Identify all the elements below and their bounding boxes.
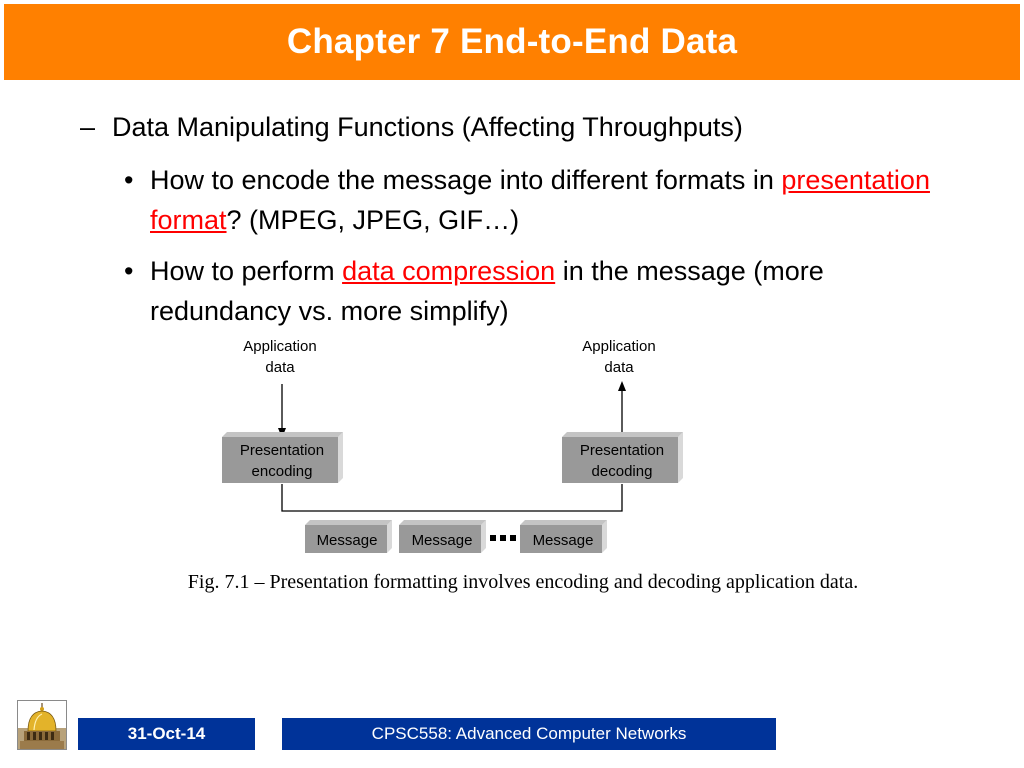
message-label-2: Message [412,532,473,549]
bullet-text-1: How to encode the message into different… [150,160,950,240]
app-data-left-label-2: data [265,359,295,376]
message-box-2: Message [399,520,486,553]
data-compression-link[interactable]: data compression [342,256,556,286]
ellipsis-dots [490,535,516,541]
slide-title: Chapter 7 End-to-End Data [286,22,738,61]
presentation-format-link[interactable]: presentation format [150,165,930,235]
bullet-dot: • [124,165,134,195]
app-data-right-label-2: data [604,359,634,376]
message-label-3: Message [533,532,594,549]
app-data-right-label-1: Application [582,338,655,355]
footer-course-text: CPSC558: Advanced Computer Networks [371,724,687,743]
decoding-label-1: Presentation [580,442,664,459]
bullet1-text-after: ? (MPEG, JPEG, GIF…) [226,205,520,235]
message-label-1: Message [317,532,378,549]
title-bar: Chapter 7 End-to-End Data [4,4,1020,80]
message-box-3: Message [520,520,607,553]
presentation-encoding-box: Presentation encoding [222,432,343,483]
bullet-text-2: How to perform data compression in the m… [150,251,950,331]
footer-course: CPSC558: Advanced Computer Networks [282,718,776,750]
encoding-label-1: Presentation [240,442,324,459]
bullet1-text-before: How to encode the message into different… [150,165,782,195]
university-dome-logo [17,700,67,750]
presentation-decoding-box: Presentation decoding [562,432,683,483]
transmission-line [281,484,623,512]
message-box-1: Message [305,520,392,553]
app-data-left-label-1: Application [243,338,316,355]
dash-mark: – [80,112,96,142]
encoding-label-2: encoding [252,463,313,480]
bullet-dot: • [124,256,134,286]
bullet2-text-before: How to perform [150,256,343,286]
footer-date-text: 31-Oct-14 [127,724,206,743]
dash-item-text: Data Manipulating Functions (Affecting T… [112,112,743,142]
bullet2-text-after: in the message (more redundancy vs. more… [150,256,824,326]
decoding-label-2: decoding [592,463,653,480]
figure-caption: Fig. 7.1 – Presentation formatting invol… [187,571,859,593]
footer-date: 31-Oct-14 [78,718,255,750]
